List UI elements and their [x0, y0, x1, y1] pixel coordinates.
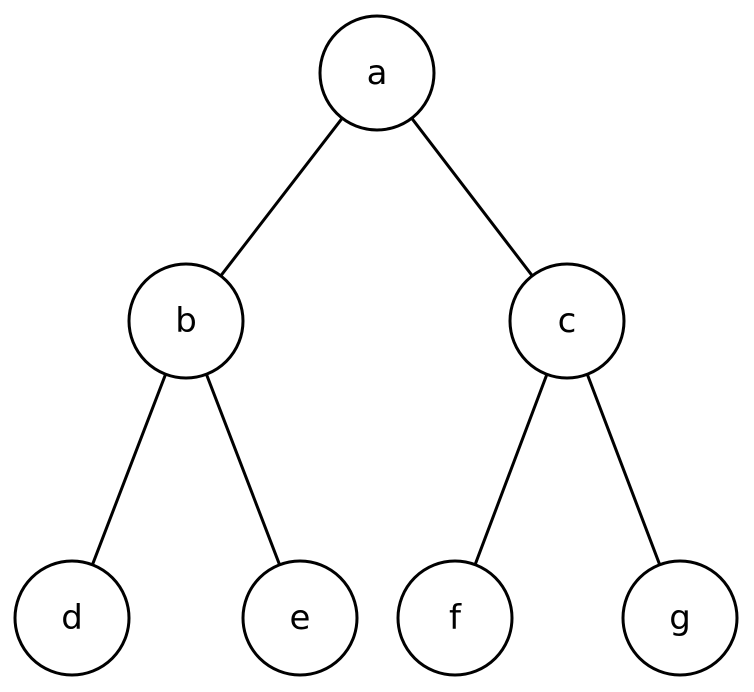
- edge-b-e: [204, 372, 282, 567]
- edge-c-f: [473, 372, 549, 567]
- node-e: e: [241, 559, 359, 677]
- node-label-f: f: [449, 598, 462, 638]
- edge-b-d: [90, 372, 168, 567]
- node-label-g: g: [669, 598, 691, 638]
- edge-a-b: [219, 116, 344, 278]
- node-f: f: [396, 559, 514, 677]
- node-circle-e: [241, 559, 359, 677]
- node-a: a: [318, 14, 436, 132]
- edges-layer: [90, 116, 662, 567]
- edge-c-g: [585, 372, 662, 567]
- node-circle-a: [318, 14, 436, 132]
- node-label-c: c: [558, 301, 577, 341]
- node-c: c: [508, 262, 626, 380]
- node-label-b: b: [175, 301, 197, 341]
- node-label-e: e: [290, 598, 311, 638]
- node-b: b: [127, 262, 245, 380]
- node-circle-c: [508, 262, 626, 380]
- node-circle-b: [127, 262, 245, 380]
- node-g: g: [621, 559, 739, 677]
- node-circle-f: [396, 559, 514, 677]
- node-label-d: d: [61, 598, 83, 638]
- edge-a-c: [410, 116, 534, 278]
- nodes-layer: a b c d e f g: [13, 14, 739, 677]
- node-d: d: [13, 559, 131, 677]
- node-circle-g: [621, 559, 739, 677]
- node-circle-d: [13, 559, 131, 677]
- node-label-a: a: [367, 53, 388, 93]
